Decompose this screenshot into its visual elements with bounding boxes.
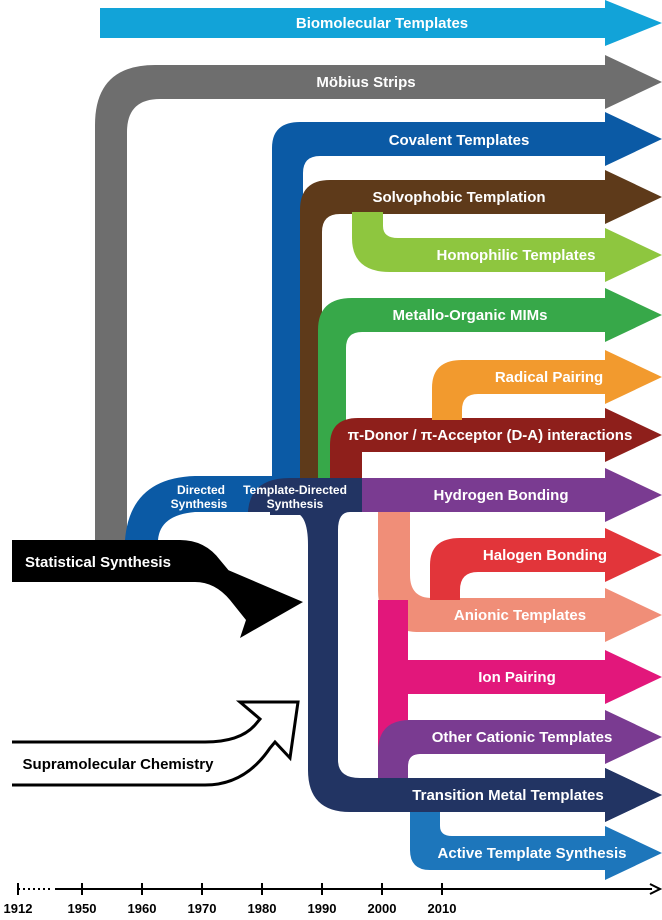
directed-synthesis-path [125, 112, 662, 540]
metallo-organic-path [318, 288, 662, 490]
covalent-templates-label: Covalent Templates [389, 132, 530, 149]
anionic-templates-path [378, 505, 662, 642]
tick-label-1950: 1950 [68, 901, 97, 916]
halogen-bonding-path [430, 528, 662, 600]
timeline-arrowhead [649, 883, 662, 895]
hydrogen-bonding-path [362, 468, 662, 522]
ion-pairing-path [378, 630, 662, 720]
tick-label-1912: 1912 [4, 901, 33, 916]
tick-label-1970: 1970 [188, 901, 217, 916]
supramolecular-chemistry-label: Supramolecular Chemistry [23, 756, 215, 773]
directed-synthesis-label-2: Synthesis [171, 497, 228, 511]
donor-acceptor-label: π-Donor / π-Acceptor (D-A) interactions [348, 427, 633, 444]
tick-label-1990: 1990 [308, 901, 337, 916]
navy-upper-link [270, 490, 320, 515]
template-directed-synthesis-path [248, 478, 662, 822]
template-directed-label-2: Synthesis [267, 497, 324, 511]
halogen-bonding-label: Halogen Bonding [483, 547, 607, 564]
tick-label-2010: 2010 [428, 901, 457, 916]
other-cationic-overlay [378, 720, 430, 780]
solvophobic-templation-path [300, 170, 662, 490]
timeline-axis: 1912 1950 1960 1970 1980 1990 2000 2010 [4, 883, 662, 916]
metallo-organic-label: Metallo-Organic MIMs [392, 307, 547, 324]
statistical-synthesis-arrow[interactable] [12, 540, 303, 638]
anionic-templates-label: Anionic Templates [454, 607, 586, 624]
hydrogen-bonding-label: Hydrogen Bonding [434, 487, 569, 504]
solvophobic-templation-label: Solvophobic Templation [372, 189, 545, 206]
template-directed-label-1: Template-Directed [243, 483, 347, 497]
tick-label-2000: 2000 [368, 901, 397, 916]
transition-metal-label: Transition Metal Templates [412, 787, 603, 804]
active-template-path [410, 812, 662, 880]
tick-label-1960: 1960 [128, 901, 157, 916]
mobius-strips-path [95, 55, 662, 540]
supramolecular-chemistry-arrow[interactable] [12, 700, 300, 787]
homophilic-templates-path [352, 212, 662, 282]
statistical-synthesis-label: Statistical Synthesis [25, 554, 171, 571]
active-template-label: Active Template Synthesis [438, 845, 627, 862]
other-cationic-label: Other Cationic Templates [432, 729, 613, 746]
mobius-strips-label: Möbius Strips [316, 74, 415, 91]
homophilic-templates-label: Homophilic Templates [437, 247, 596, 264]
radical-pairing-label: Radical Pairing [495, 369, 603, 386]
biomolecular-templates-label: Biomolecular Templates [296, 15, 468, 32]
biomolecular-templates-arrow [100, 0, 662, 46]
transition-metal-bar [360, 768, 662, 822]
radical-pairing-path [432, 350, 662, 420]
tick-label-1980: 1980 [248, 901, 277, 916]
ion-pairing-label: Ion Pairing [478, 669, 556, 686]
donor-acceptor-path [330, 408, 662, 490]
other-cationic-path [378, 710, 662, 780]
directed-synthesis-label-1: Directed [177, 483, 225, 497]
